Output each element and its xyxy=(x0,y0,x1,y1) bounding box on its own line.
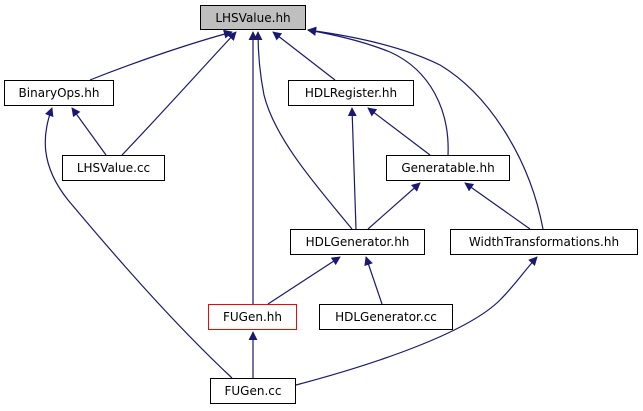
edge-fugen-cc-to-widthtransformations-hh xyxy=(295,256,538,386)
node-widthtransformations-hh[interactable]: WidthTransformations.hh xyxy=(450,229,638,255)
node-fugen-cc[interactable]: FUGen.cc xyxy=(210,378,296,404)
node-lhsvalue-cc[interactable]: LHSValue.cc xyxy=(62,155,165,181)
edge-lhsvalue-cc-to-lhsvalue-hh xyxy=(121,31,237,156)
edge-lhsvalue-cc-to-binaryops-hh xyxy=(71,107,107,156)
node-label: LHSValue.hh xyxy=(215,10,291,25)
edge-binaryops-hh-to-lhsvalue-hh xyxy=(89,29,233,81)
edge-hdlgenerator-hh-to-generatable-hh xyxy=(367,182,421,230)
edge-hdlregister-hh-to-lhsvalue-hh xyxy=(272,31,336,81)
node-generatable-hh[interactable]: Generatable.hh xyxy=(386,155,510,181)
node-binaryops-hh[interactable]: BinaryOps.hh xyxy=(4,80,114,106)
node-lhsvalue-hh[interactable]: LHSValue.hh xyxy=(200,5,306,30)
node-label: BinaryOps.hh xyxy=(18,86,100,100)
node-label: HDLRegister.hh xyxy=(304,86,398,100)
edge-hdlgenerator-hh-to-lhsvalue-hh xyxy=(253,31,353,230)
edge-widthtransformations-hh-to-lhsvalue-hh xyxy=(307,26,544,230)
node-hdlgenerator-hh[interactable]: HDLGenerator.hh xyxy=(290,229,425,255)
edge-fugen-cc-to-binaryops-hh xyxy=(44,107,233,379)
edge-generatable-hh-to-hdlregister-hh xyxy=(367,107,431,156)
node-label: HDLGenerator.cc xyxy=(335,310,437,324)
edge-generatable-hh-to-lhsvalue-hh xyxy=(307,27,449,156)
node-label: WidthTransformations.hh xyxy=(468,235,620,249)
node-label: FUGen.hh xyxy=(223,310,282,324)
node-label: LHSValue.cc xyxy=(76,161,151,175)
node-label: Generatable.hh xyxy=(401,161,495,175)
node-fugen-hh[interactable]: FUGen.hh xyxy=(208,304,297,330)
node-hdlregister-hh[interactable]: HDLRegister.hh xyxy=(288,80,414,106)
edge-hdlgenerator-cc-to-hdlgenerator-hh xyxy=(364,256,383,305)
edge-hdlgenerator-hh-to-hdlregister-hh xyxy=(347,107,357,230)
edge-fugen-hh-to-hdlgenerator-hh xyxy=(267,256,341,305)
node-label: FUGen.cc xyxy=(224,384,282,398)
edge-widthtransformations-hh-to-generatable-hh xyxy=(464,182,531,230)
node-label: HDLGenerator.hh xyxy=(305,235,410,249)
node-hdlgenerator-cc[interactable]: HDLGenerator.cc xyxy=(319,304,453,330)
